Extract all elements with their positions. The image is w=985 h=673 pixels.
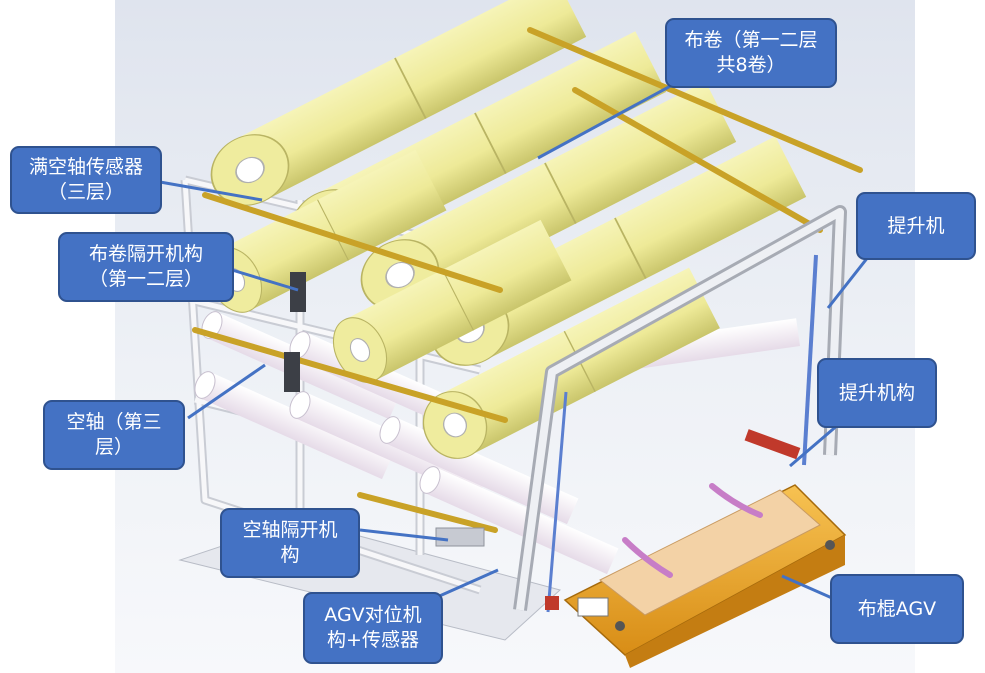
callout-empty-shaft: 空轴（第三 层） (43, 400, 185, 470)
agv-body (563, 484, 847, 668)
lift-frame (513, 205, 847, 613)
separator-actuators (284, 272, 485, 547)
callout-full-shaft-sensor: 满空轴传感器 （三层） (10, 146, 162, 214)
agv-brackets (622, 483, 763, 578)
callout-fabric-roll: 布卷（第一二层 共8卷） (665, 18, 837, 88)
callout-lift-mechanism: 提升机构 (817, 358, 937, 428)
lift-carriage (744, 429, 801, 460)
callout-empty-shaft-separator: 空轴隔开机 构 (220, 508, 360, 578)
callout-roller-agv: 布棍AGV (830, 574, 964, 644)
separator-rails (192, 27, 863, 533)
callout-agv-alignment: AGV对位机 构+传感器 (303, 592, 443, 664)
callout-roll-separator: 布卷隔开机构 （第一二层） (58, 232, 234, 302)
callout-lift: 提升机 (856, 192, 976, 260)
